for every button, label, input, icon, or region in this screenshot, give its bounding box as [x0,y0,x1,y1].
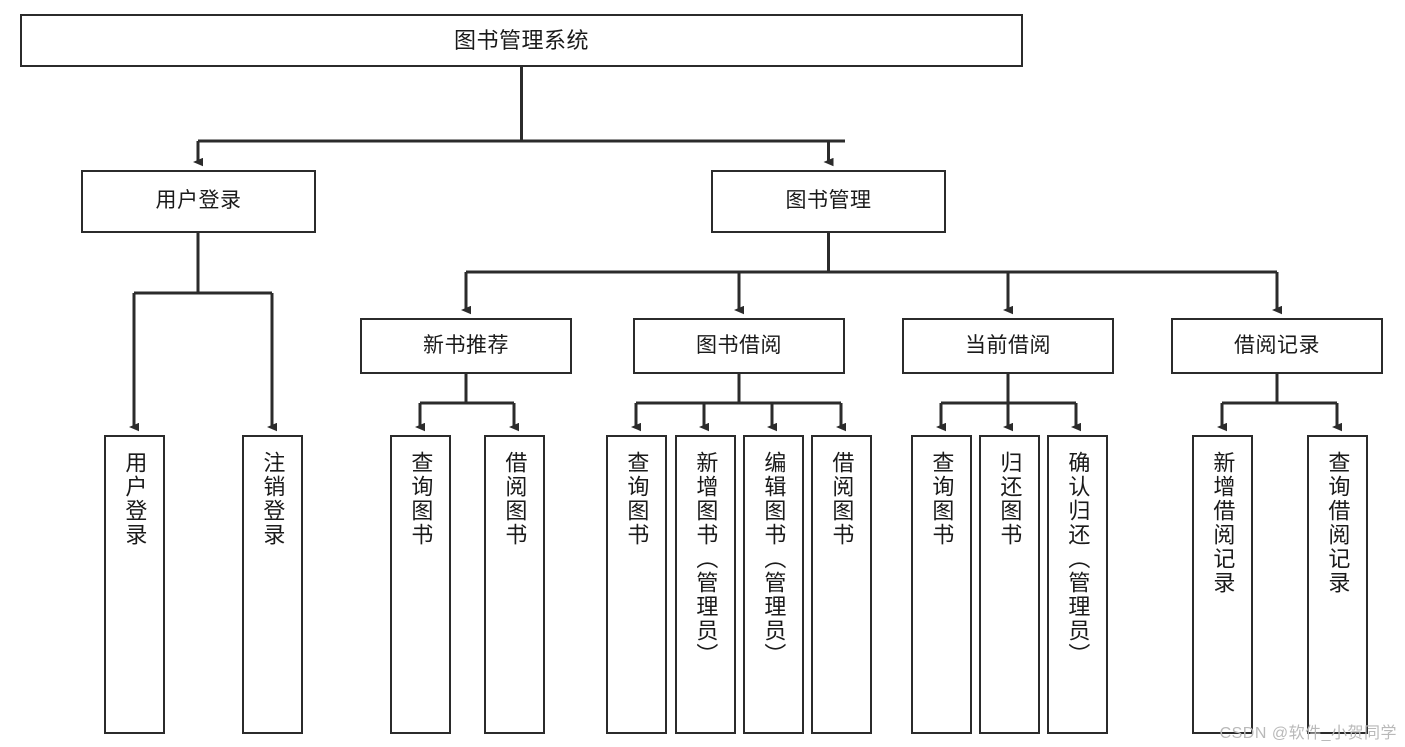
leaf-query-record-label: 查询借阅记录 [1325,451,1351,595]
node-new-book-rec-label: 新书推荐 [423,333,509,357]
node-user-login-label: 用户登录 [155,189,242,213]
node-root-label: 图书管理系统 [453,27,589,53]
node-root[interactable]: 图书管理系统 [20,14,1023,67]
node-current-borrow[interactable]: 当前借阅 [902,318,1114,374]
leaf-add-book[interactable]: 新增图书（管理员） [675,435,736,734]
leaf-logout-label: 注销登录 [260,451,286,547]
node-new-book-rec[interactable]: 新书推荐 [360,318,572,374]
leaf-borrow-book-1[interactable]: 借阅图书 [484,435,545,734]
node-user-login[interactable]: 用户登录 [81,170,316,233]
leaf-confirm-return-label: 确认归还（管理员） [1065,451,1091,667]
watermark: CSDN @软件_小贺同学 [1219,725,1397,742]
leaf-query-book-3[interactable]: 查询图书 [911,435,972,734]
node-book-manage[interactable]: 图书管理 [711,170,946,233]
leaf-user-login[interactable]: 用户登录 [104,435,165,734]
leaf-logout[interactable]: 注销登录 [242,435,303,734]
leaf-borrow-book-1-label: 借阅图书 [502,451,528,547]
leaf-user-login-label: 用户登录 [122,451,148,547]
node-book-manage-label: 图书管理 [785,189,872,213]
leaf-query-book-2[interactable]: 查询图书 [606,435,667,734]
node-book-borrow-label: 图书借阅 [696,333,782,357]
leaf-edit-book[interactable]: 编辑图书（管理员） [743,435,804,734]
leaf-borrow-book-2[interactable]: 借阅图书 [811,435,872,734]
leaf-query-book-2-label: 查询图书 [624,451,650,547]
leaf-query-book-3-label: 查询图书 [929,451,955,547]
leaf-query-record[interactable]: 查询借阅记录 [1307,435,1368,734]
leaf-query-book-1-label: 查询图书 [408,451,434,547]
leaf-query-book-1[interactable]: 查询图书 [390,435,451,734]
leaf-borrow-book-2-label: 借阅图书 [829,451,855,547]
node-current-borrow-label: 当前借阅 [965,333,1051,357]
leaf-return-book-label: 归还图书 [997,451,1023,547]
leaf-add-record[interactable]: 新增借阅记录 [1192,435,1253,734]
node-book-borrow[interactable]: 图书借阅 [633,318,845,374]
leaf-add-book-label: 新增图书（管理员） [693,451,719,667]
node-borrow-record-label: 借阅记录 [1234,333,1320,357]
leaf-return-book[interactable]: 归还图书 [979,435,1040,734]
leaf-confirm-return[interactable]: 确认归还（管理员） [1047,435,1108,734]
leaf-edit-book-label: 编辑图书（管理员） [761,451,787,667]
node-borrow-record[interactable]: 借阅记录 [1171,318,1383,374]
leaf-add-record-label: 新增借阅记录 [1210,451,1236,595]
